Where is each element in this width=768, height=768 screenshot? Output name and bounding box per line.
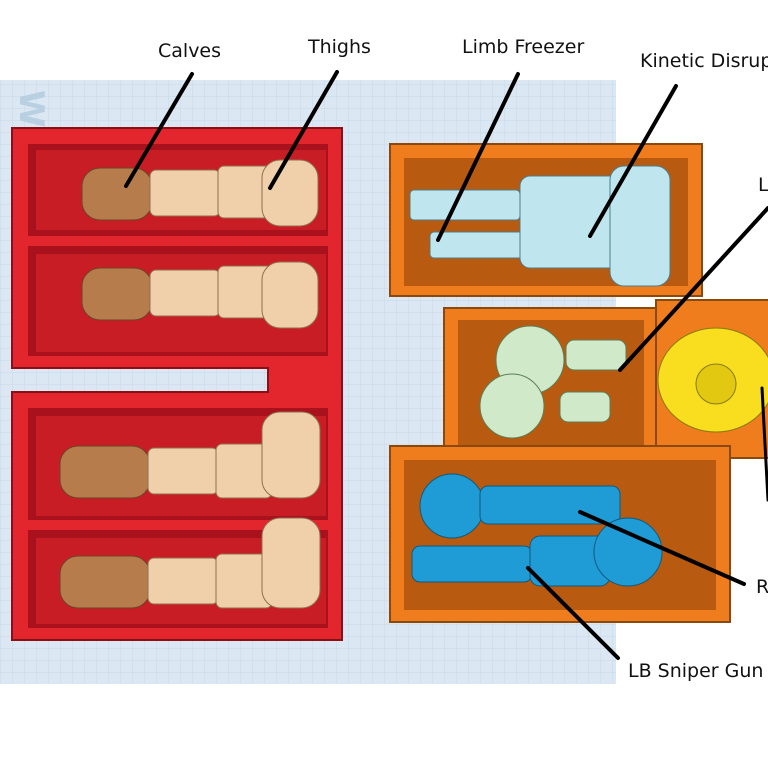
label-r-partial: R: [756, 576, 768, 598]
label-lb-sniper-gun: LB Sniper Gun: [628, 660, 764, 682]
label-l-partial: L: [758, 174, 768, 196]
label-calves: Calves: [158, 40, 222, 62]
leader-lines: [124, 70, 768, 660]
label-thighs: Thighs: [308, 36, 371, 58]
label-limb-freezer: Limb Freezer: [462, 36, 585, 58]
label-kinetic-disruptor: Kinetic Disrup: [640, 50, 768, 72]
workplane-text: W: [11, 90, 51, 128]
